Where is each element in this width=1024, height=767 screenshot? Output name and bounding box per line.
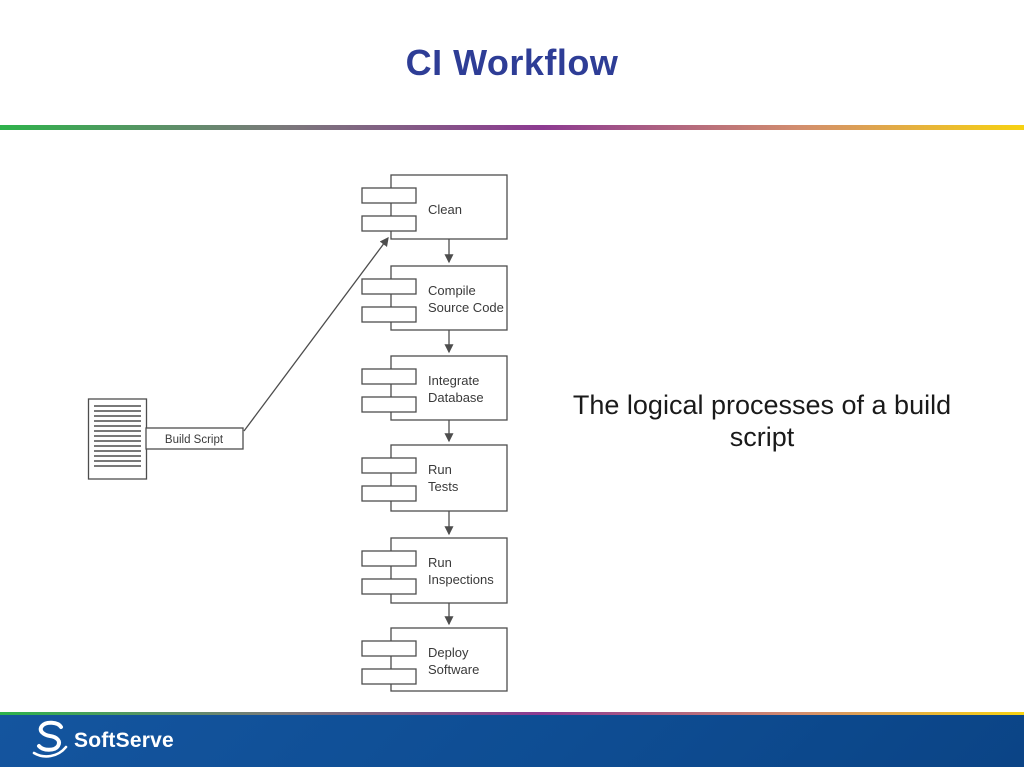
component-tab-icon xyxy=(361,306,417,323)
node-run-tests: Run Tests xyxy=(361,444,508,512)
node-label: Run xyxy=(428,555,452,570)
build-script-label: Build Script xyxy=(145,427,244,450)
component-tab-icon xyxy=(361,640,417,657)
component-tab-icon xyxy=(361,578,417,595)
header-divider xyxy=(0,125,1024,130)
diagram-canvas: Build Script Clean Compile Source Code xyxy=(87,174,508,692)
component-tab-icon xyxy=(361,187,417,204)
node-label: Run xyxy=(428,462,452,477)
node-run-inspections: Run Inspections xyxy=(361,537,508,604)
node-label: Software xyxy=(428,662,479,677)
brand-name: SoftServe xyxy=(74,729,174,752)
node-label: Tests xyxy=(428,479,459,494)
softserve-logo-icon xyxy=(32,720,68,758)
node-label: Source Code xyxy=(428,300,504,315)
page-title: CI Workflow xyxy=(405,42,619,83)
component-tab-icon xyxy=(361,368,417,385)
ci-workflow-diagram: Build Script Clean Compile Source Code xyxy=(85,168,515,708)
component-tab-icon xyxy=(361,278,417,295)
component-tab-icon xyxy=(361,550,417,567)
component-tab-icon xyxy=(361,485,417,502)
node-label: Inspections xyxy=(428,572,494,587)
component-tab-icon xyxy=(361,457,417,474)
component-tab-icon xyxy=(361,215,417,232)
node-label: Database xyxy=(428,390,484,405)
node-label: Integrate xyxy=(428,373,479,388)
build-script-arrow xyxy=(243,236,389,432)
node-label: Deploy xyxy=(428,645,469,660)
node-clean: Clean xyxy=(361,174,508,240)
node-label: Compile xyxy=(428,283,476,298)
node-deploy-software: Deploy Software xyxy=(361,627,508,692)
build-script-label-text: Build Script xyxy=(165,434,224,446)
component-tab-icon xyxy=(361,668,417,685)
node-integrate-database: Integrate Database xyxy=(361,355,508,421)
component-tab-icon xyxy=(361,396,417,413)
document-icon xyxy=(87,398,148,480)
footer-divider xyxy=(0,712,1024,715)
footer-bar: SoftServe xyxy=(0,715,1024,767)
node-compile-source-code: Compile Source Code xyxy=(361,265,508,331)
caption-text: The logical processes of a build script xyxy=(572,390,952,453)
softserve-logo: SoftServe xyxy=(30,719,174,763)
node-label: Clean xyxy=(428,202,462,217)
